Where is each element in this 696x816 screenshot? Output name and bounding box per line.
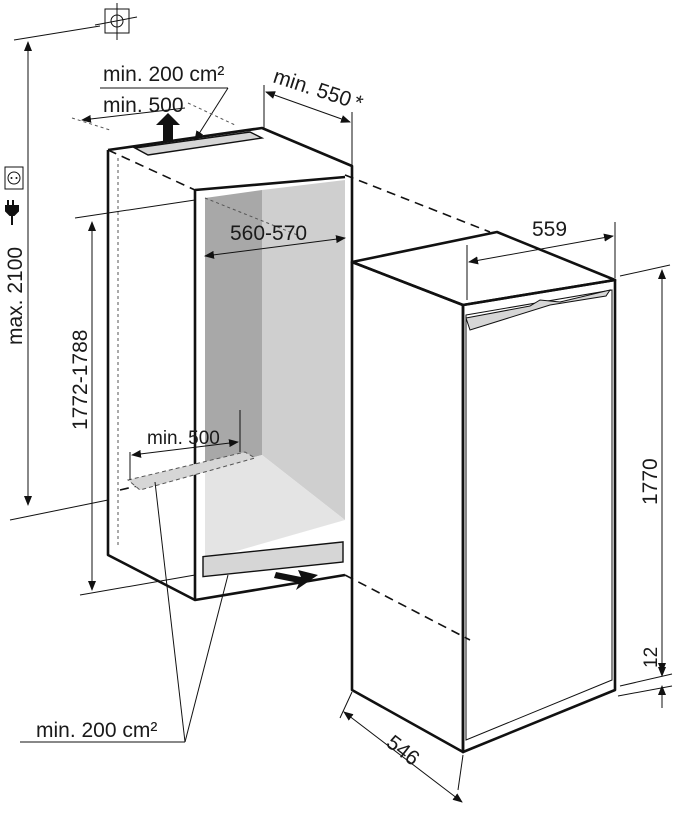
- niche-width-label: 560-570: [230, 222, 307, 245]
- appliance-vent-grille: [465, 289, 612, 331]
- appliance-height-label: 1770: [639, 458, 662, 505]
- top-vent-grille: [132, 131, 265, 156]
- power-plug-icon: [5, 200, 19, 225]
- appliance-depth-label: 546: [382, 731, 424, 771]
- niche-height-label: 1772-1788: [69, 330, 92, 430]
- niche-depth-note: *: [351, 91, 366, 115]
- appliance: [350, 230, 617, 754]
- base-offset-label: 12: [641, 647, 662, 668]
- plumb-level-icon: [94, 3, 138, 40]
- bottom-vent-width-label: min. 500: [147, 428, 220, 449]
- max-height-label: max. 2100: [4, 247, 27, 345]
- niche: [106, 126, 491, 641]
- bottom-vent-grille: [202, 541, 344, 578]
- niche-depth-value: min. 550: [270, 65, 354, 112]
- power-socket-icon: [4, 166, 24, 190]
- appliance-width-label: 559: [532, 218, 567, 241]
- top-vent-width-label: min. 500: [103, 94, 184, 117]
- airflow-in-arrow-icon: [274, 570, 318, 590]
- max-height-top-ref: [13, 25, 101, 41]
- niche-depth-label: min. 550*: [270, 65, 365, 116]
- top-vent-area-label: min. 200 cm²: [103, 63, 224, 86]
- floor-vent-grille: [126, 451, 257, 491]
- airflow-up-arrow-icon: [156, 113, 180, 142]
- bottom-vent-area-label: min. 200 cm²: [36, 719, 157, 742]
